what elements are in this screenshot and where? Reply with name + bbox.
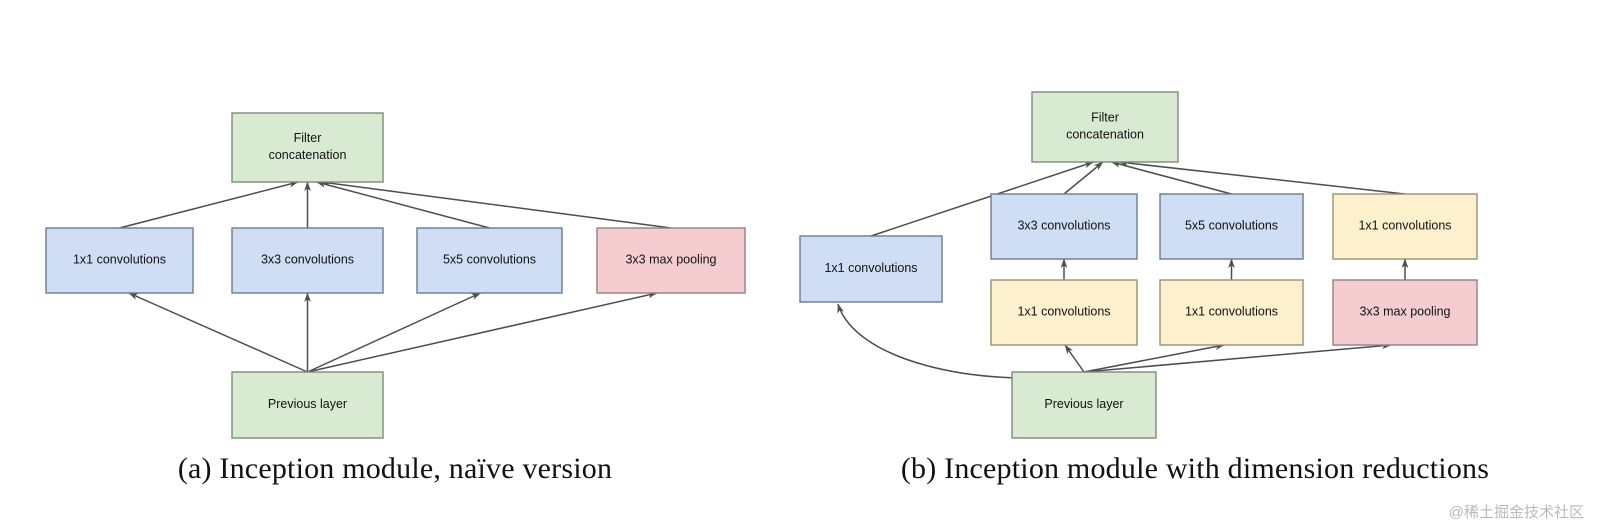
node-label-b-previous-layer: Previous layer — [1044, 397, 1123, 411]
edge-a-previous-layer-to-a-maxpool3x3 — [307, 291, 658, 373]
edge-b-previous-layer-to-b-reduce3x3 — [1064, 344, 1085, 373]
node-b-maxpool3x3[interactable]: 3x3 max pooling — [1332, 279, 1478, 346]
node-a-conv1x1[interactable]: 1x1 convolutions — [45, 227, 194, 294]
node-label-a-previous-layer: Previous layer — [268, 397, 347, 411]
node-a-maxpool3x3[interactable]: 3x3 max pooling — [596, 227, 746, 294]
node-box-a-conv5x5 — [416, 227, 563, 294]
node-label-b-conv3x3: 3x3 convolutions — [1017, 219, 1110, 233]
node-label-b-maxpool3x3: 3x3 max pooling — [1359, 305, 1450, 319]
node-b-conv1x1-pool[interactable]: 1x1 convolutions — [1332, 193, 1478, 260]
node-b-reduce3x3[interactable]: 1x1 convolutions — [990, 279, 1138, 346]
panel-a-caption: (a) Inception module, naïve version — [177, 452, 613, 485]
node-box-b-maxpool3x3 — [1332, 279, 1478, 346]
node-box-a-conv1x1 — [45, 227, 194, 294]
node-box-b-reduce5x5 — [1159, 279, 1304, 346]
node-b-conv3x3[interactable]: 3x3 convolutions — [990, 193, 1138, 260]
node-label-a-maxpool3x3: 3x3 max pooling — [625, 253, 716, 267]
edge-a-previous-layer-to-a-conv1x1 — [128, 292, 308, 373]
node-label-b-conv1x1-pool: 1x1 convolutions — [1358, 219, 1451, 233]
edge-a-previous-layer-to-a-conv5x5 — [307, 292, 481, 373]
node-label-a-conv1x1: 1x1 convolutions — [73, 253, 166, 267]
node-box-b-conv1x1-left — [799, 235, 943, 303]
node-label-a-conv5x5: 5x5 convolutions — [443, 253, 536, 267]
node-label-b-reduce5x5: 1x1 convolutions — [1185, 305, 1278, 319]
edge-a-maxpool3x3-to-a-filter-concat — [321, 179, 672, 229]
node-box-a-maxpool3x3 — [596, 227, 746, 294]
node-box-b-reduce3x3 — [990, 279, 1138, 346]
edge-b-conv1x1-left-to-b-filter-concat — [870, 161, 1094, 237]
node-box-b-previous-layer — [1011, 371, 1157, 439]
node-box-a-filter-concat — [231, 112, 384, 183]
node-b-previous-layer[interactable]: Previous layer — [1011, 371, 1157, 439]
panel-a-edges — [119, 179, 672, 373]
panel-b-caption: (b) Inception module with dimension redu… — [900, 452, 1490, 485]
node-label-b-conv5x5: 5x5 convolutions — [1185, 219, 1278, 233]
node-b-conv5x5[interactable]: 5x5 convolutions — [1159, 193, 1304, 260]
node-b-reduce5x5[interactable]: 1x1 convolutions — [1159, 279, 1304, 346]
node-label-b-conv1x1-left: 1x1 convolutions — [824, 261, 917, 275]
node-box-b-filter-concat — [1031, 91, 1179, 163]
edge-a-conv5x5-to-a-filter-concat — [316, 181, 490, 229]
node-box-b-conv5x5 — [1159, 193, 1304, 260]
node-box-b-conv3x3 — [990, 193, 1138, 260]
edge-b-conv1x1-pool-to-b-filter-concat — [1118, 159, 1406, 195]
node-a-conv3x3[interactable]: 3x3 convolutions — [231, 227, 384, 294]
edge-b-conv5x5-to-b-filter-concat — [1110, 161, 1232, 195]
node-b-conv1x1-left[interactable]: 1x1 convolutions — [799, 235, 943, 303]
edge-b-previous-layer-to-b-maxpool3x3 — [1083, 342, 1392, 373]
edge-a-conv1x1-to-a-filter-concat — [119, 180, 299, 229]
edge-b-conv3x3-to-b-filter-concat — [1063, 161, 1104, 195]
node-box-a-previous-layer — [231, 371, 384, 439]
watermark: @稀土掘金技术社区 — [1448, 504, 1584, 521]
node-a-previous-layer[interactable]: Previous layer — [231, 371, 384, 439]
node-label-a-conv3x3: 3x3 convolutions — [261, 253, 354, 267]
edge-b-previous-layer-to-b-reduce5x5 — [1083, 343, 1225, 373]
node-box-a-conv3x3 — [231, 227, 384, 294]
node-label-b-reduce3x3: 1x1 convolutions — [1017, 305, 1110, 319]
node-box-b-conv1x1-pool — [1332, 193, 1478, 260]
node-a-conv5x5[interactable]: 5x5 convolutions — [416, 227, 563, 294]
